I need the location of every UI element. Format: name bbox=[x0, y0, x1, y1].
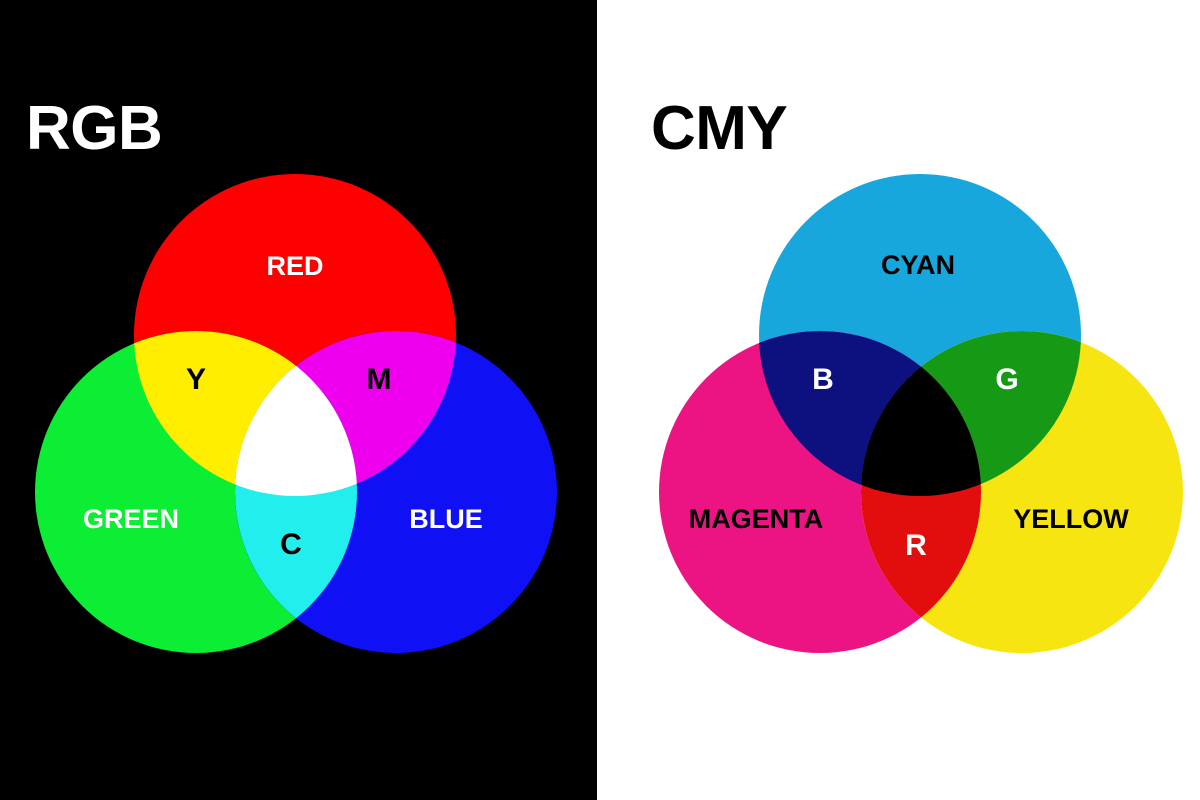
rgb-label-red: RED bbox=[266, 251, 323, 281]
cmy-label-magenta: MAGENTA bbox=[689, 504, 824, 534]
cmy-panel-title: CMY bbox=[651, 94, 788, 163]
cmy-label-red: R bbox=[905, 529, 927, 562]
rgb-panel-title: RGB bbox=[26, 94, 163, 163]
cmy-panel: CMY bbox=[603, 0, 1200, 800]
cmy-label-cyan: CYAN bbox=[881, 250, 955, 280]
rgb-panel: RGB bbox=[0, 0, 597, 800]
rgb-label-blue: BLUE bbox=[409, 504, 483, 534]
rgb-label-cyan: C bbox=[280, 528, 302, 561]
rgb-venn-diagram: RED GREEN BLUE Y M C bbox=[35, 174, 557, 653]
rgb-label-magenta: M bbox=[367, 363, 392, 396]
cmy-overlap-center-black[interactable] bbox=[861, 331, 1183, 653]
cmy-label-blue: B bbox=[812, 363, 834, 396]
rgb-label-yellow: Y bbox=[186, 363, 206, 396]
cmy-label-yellow: YELLOW bbox=[1013, 504, 1129, 534]
cmy-label-green: G bbox=[995, 363, 1018, 396]
rgb-overlap-center-white[interactable] bbox=[235, 331, 557, 653]
cmy-venn-diagram: CYAN MAGENTA YELLOW B G R bbox=[659, 174, 1183, 653]
rgb-label-green: GREEN bbox=[83, 504, 179, 534]
